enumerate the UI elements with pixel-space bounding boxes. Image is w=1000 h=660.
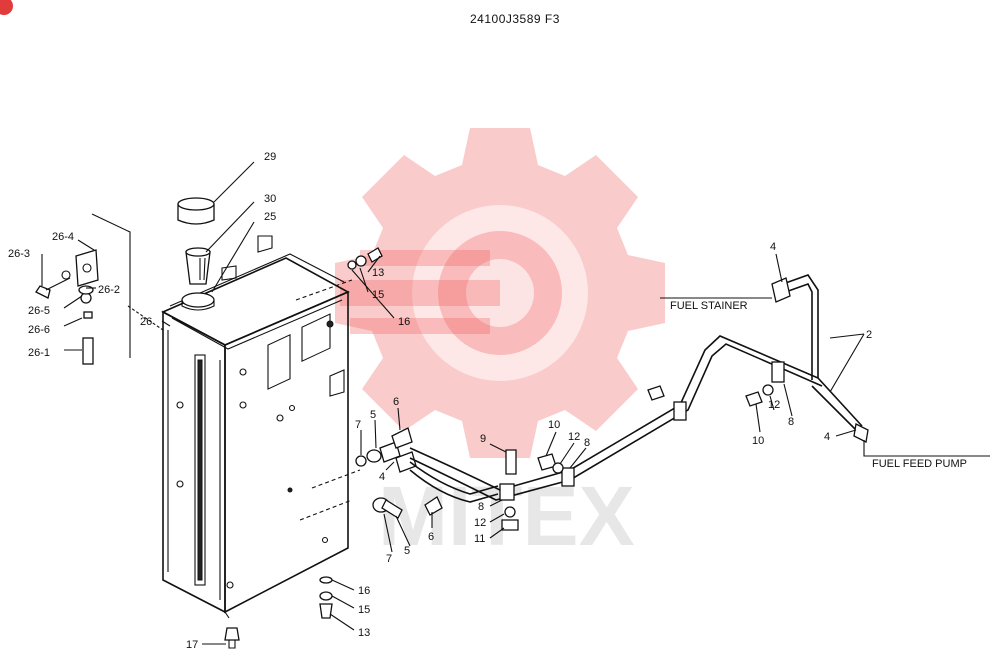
callout-8-right: 8 [788, 416, 794, 428]
bottom-bolt-set [319, 576, 333, 619]
callout-4-upper: 4 [379, 471, 385, 483]
upper-fitting-set [355, 427, 417, 473]
callout-labels: 29 30 25 26-4 26-3 26-2 26-5 26-6 26-1 2… [8, 151, 872, 651]
callout-15-top: 15 [372, 289, 384, 301]
callout-26-4: 26-4 [52, 231, 74, 243]
callout-17: 17 [186, 639, 198, 651]
filler-cap-assembly [177, 197, 215, 311]
callout-16-bottom: 16 [358, 585, 370, 597]
fuel-pipes [409, 274, 869, 503]
callout-6-upper: 6 [393, 396, 399, 408]
callout-2: 2 [866, 329, 872, 341]
leader-lines [41, 161, 990, 645]
note-fuel-stainer: FUEL STAINER [670, 300, 748, 312]
callout-5-lower: 5 [404, 545, 410, 557]
note-fuel-feed-pump: FUEL FEED PUMP [872, 458, 967, 470]
fuel-tank [161, 235, 361, 619]
callout-13-bottom: 13 [358, 627, 370, 639]
clamp-bolts [501, 384, 774, 531]
corner-logo-icon [0, 0, 13, 15]
callout-4-pump: 4 [824, 431, 830, 443]
callout-26-6: 26-6 [28, 324, 50, 336]
drawing-number: 24100J3589 F3 [470, 12, 560, 26]
callout-10-right: 10 [752, 435, 764, 447]
breather-assembly [35, 213, 164, 365]
callout-16-top: 16 [398, 316, 410, 328]
callout-12-right: 12 [768, 399, 780, 411]
callout-12-lower: 12 [474, 517, 486, 529]
callout-7-lower: 7 [386, 553, 392, 565]
callout-26: 26 [140, 316, 152, 328]
callout-8-mid: 8 [584, 437, 590, 449]
callout-13-top: 13 [372, 267, 384, 279]
callout-26-3: 26-3 [8, 248, 30, 260]
drain-plug [224, 627, 240, 649]
top-bolt-set [347, 247, 383, 270]
callout-6-lower: 6 [428, 531, 434, 543]
callout-5-upper: 5 [370, 409, 376, 421]
callout-15-bottom: 15 [358, 604, 370, 616]
callout-12-mid: 12 [568, 431, 580, 443]
callout-4-stainer: 4 [770, 241, 776, 253]
callout-11: 11 [474, 533, 485, 545]
callout-9: 9 [480, 433, 486, 445]
callout-8-lower: 8 [478, 501, 484, 513]
callout-26-2: 26-2 [98, 284, 120, 296]
callout-26-5: 26-5 [28, 305, 50, 317]
callout-26-1: 26-1 [28, 347, 50, 359]
callout-29: 29 [264, 151, 276, 163]
callout-7-upper: 7 [355, 419, 361, 431]
callout-30: 30 [264, 193, 276, 205]
callout-25: 25 [264, 211, 276, 223]
watermark-gear-logo [335, 128, 665, 458]
callout-10-mid: 10 [548, 419, 560, 431]
lower-fitting-set [372, 496, 443, 519]
